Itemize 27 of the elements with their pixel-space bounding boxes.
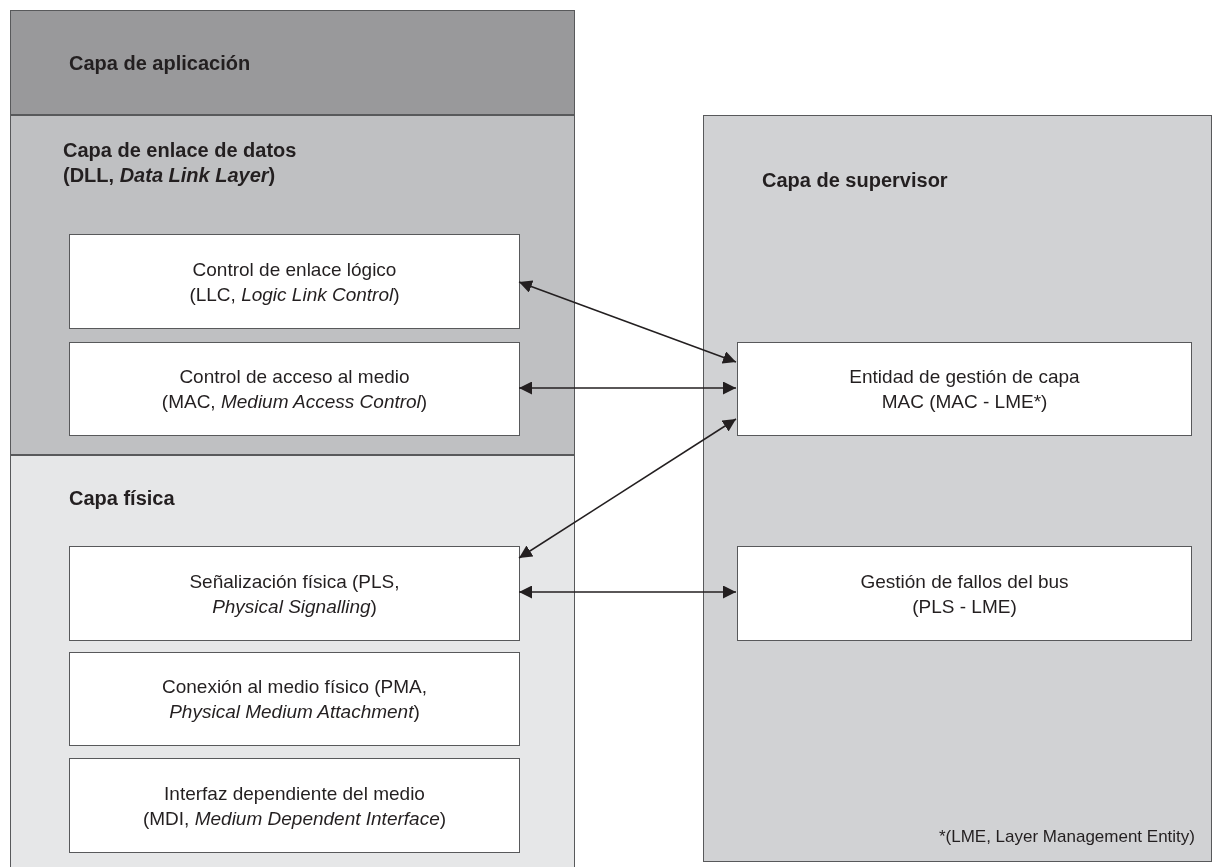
entity-box — [69, 546, 520, 641]
layer-heading: Capa física — [69, 486, 175, 511]
entity-label: Interfaz dependiente del medio (MDI, Medium Dependent Interface) — [141, 781, 448, 831]
entity-label: Control de enlace lógico (LLC, Logic Link Control) — [188, 257, 401, 307]
entity-label: Entidad de gestión de capa MAC (MAC - LME*) — [848, 365, 1081, 414]
entity-box — [737, 342, 1192, 436]
layer-heading: Capa de aplicación — [69, 51, 251, 76]
double-arrow — [518, 418, 737, 559]
entity-label: Control de acceso al medio (MAC, Medium Access Control) — [160, 365, 429, 414]
entity-box — [69, 652, 520, 746]
entity-label: Conexión al medio físico (PMA, Physical Medium Attachment) — [160, 675, 429, 724]
layer-band — [10, 10, 575, 115]
entity-box — [69, 234, 520, 329]
layer-heading: Capa de enlace de datos (DLL, Data Link Layer) — [63, 138, 298, 188]
layer-band — [10, 455, 575, 867]
footnote: *(LME, Layer Management Entity) — [938, 827, 1195, 847]
layer-band — [10, 115, 575, 455]
layer-heading: Capa de supervisor — [762, 168, 948, 193]
double-arrow — [518, 585, 737, 599]
entity-box — [69, 342, 520, 436]
double-arrow — [518, 381, 737, 395]
supervisor-panel — [703, 115, 1212, 862]
entity-label: Gestión de fallos del bus (PLS - LME) — [859, 569, 1070, 619]
double-arrow — [518, 280, 737, 364]
entity-label: Señalización física (PLS, Physical Signalling) — [188, 569, 401, 619]
entity-box — [737, 546, 1192, 641]
entity-box — [69, 758, 520, 853]
